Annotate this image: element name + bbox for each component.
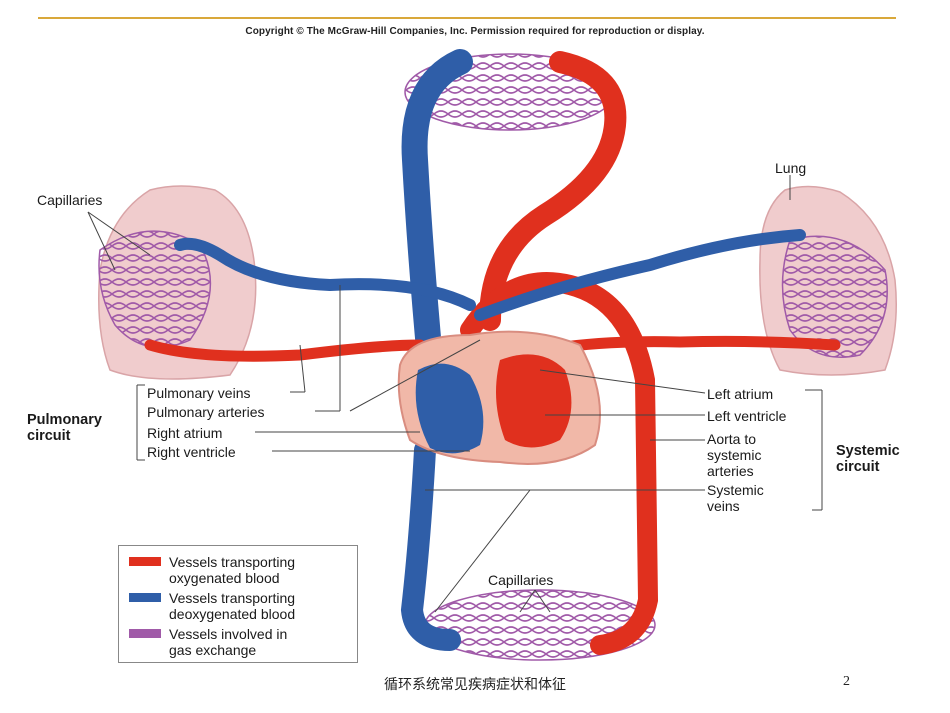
pulmonary-vein-left [144,339,426,362]
copyright-notice: Copyright © The McGraw-Hill Companies, I… [245,26,705,37]
right-lung-capillaries [781,235,888,358]
right-atrium-label: Right atrium [147,425,223,441]
slide-caption: 循环系统常见疾病症状和体征 [384,677,566,693]
left-atrium-label: Left atrium [707,386,774,402]
left-lung-capillaries [98,230,212,348]
page-number: 2 [843,674,850,689]
pulmonary-artery-right [474,229,806,321]
pulmonary-vein-right [539,335,841,356]
right-heart-chambers [415,363,484,454]
aorta-descending [460,272,659,655]
top-rule [38,17,896,19]
legend-swatch-blue [129,593,161,602]
capillaries-label-bottom: Capillaries [488,572,554,588]
pulmonary-arteries-label: Pulmonary arteries [147,404,265,420]
legend-swatch-red [129,557,161,566]
pulmonary-artery-left [174,237,476,311]
lung-label: Lung [775,160,807,176]
left-ventricle-label: Left ventricle [707,408,787,424]
superior-vena-cava [401,49,473,373]
legend-swatch-purple [129,629,161,638]
capillaries-label-left: Capillaries [37,192,103,208]
inferior-vena-cava [400,439,461,651]
left-heart-chambers [496,354,572,448]
right-ventricle-label: Right ventricle [147,444,236,460]
pulmonary-veins-label: Pulmonary veins [147,385,251,401]
upper-aorta-loop [479,51,627,331]
